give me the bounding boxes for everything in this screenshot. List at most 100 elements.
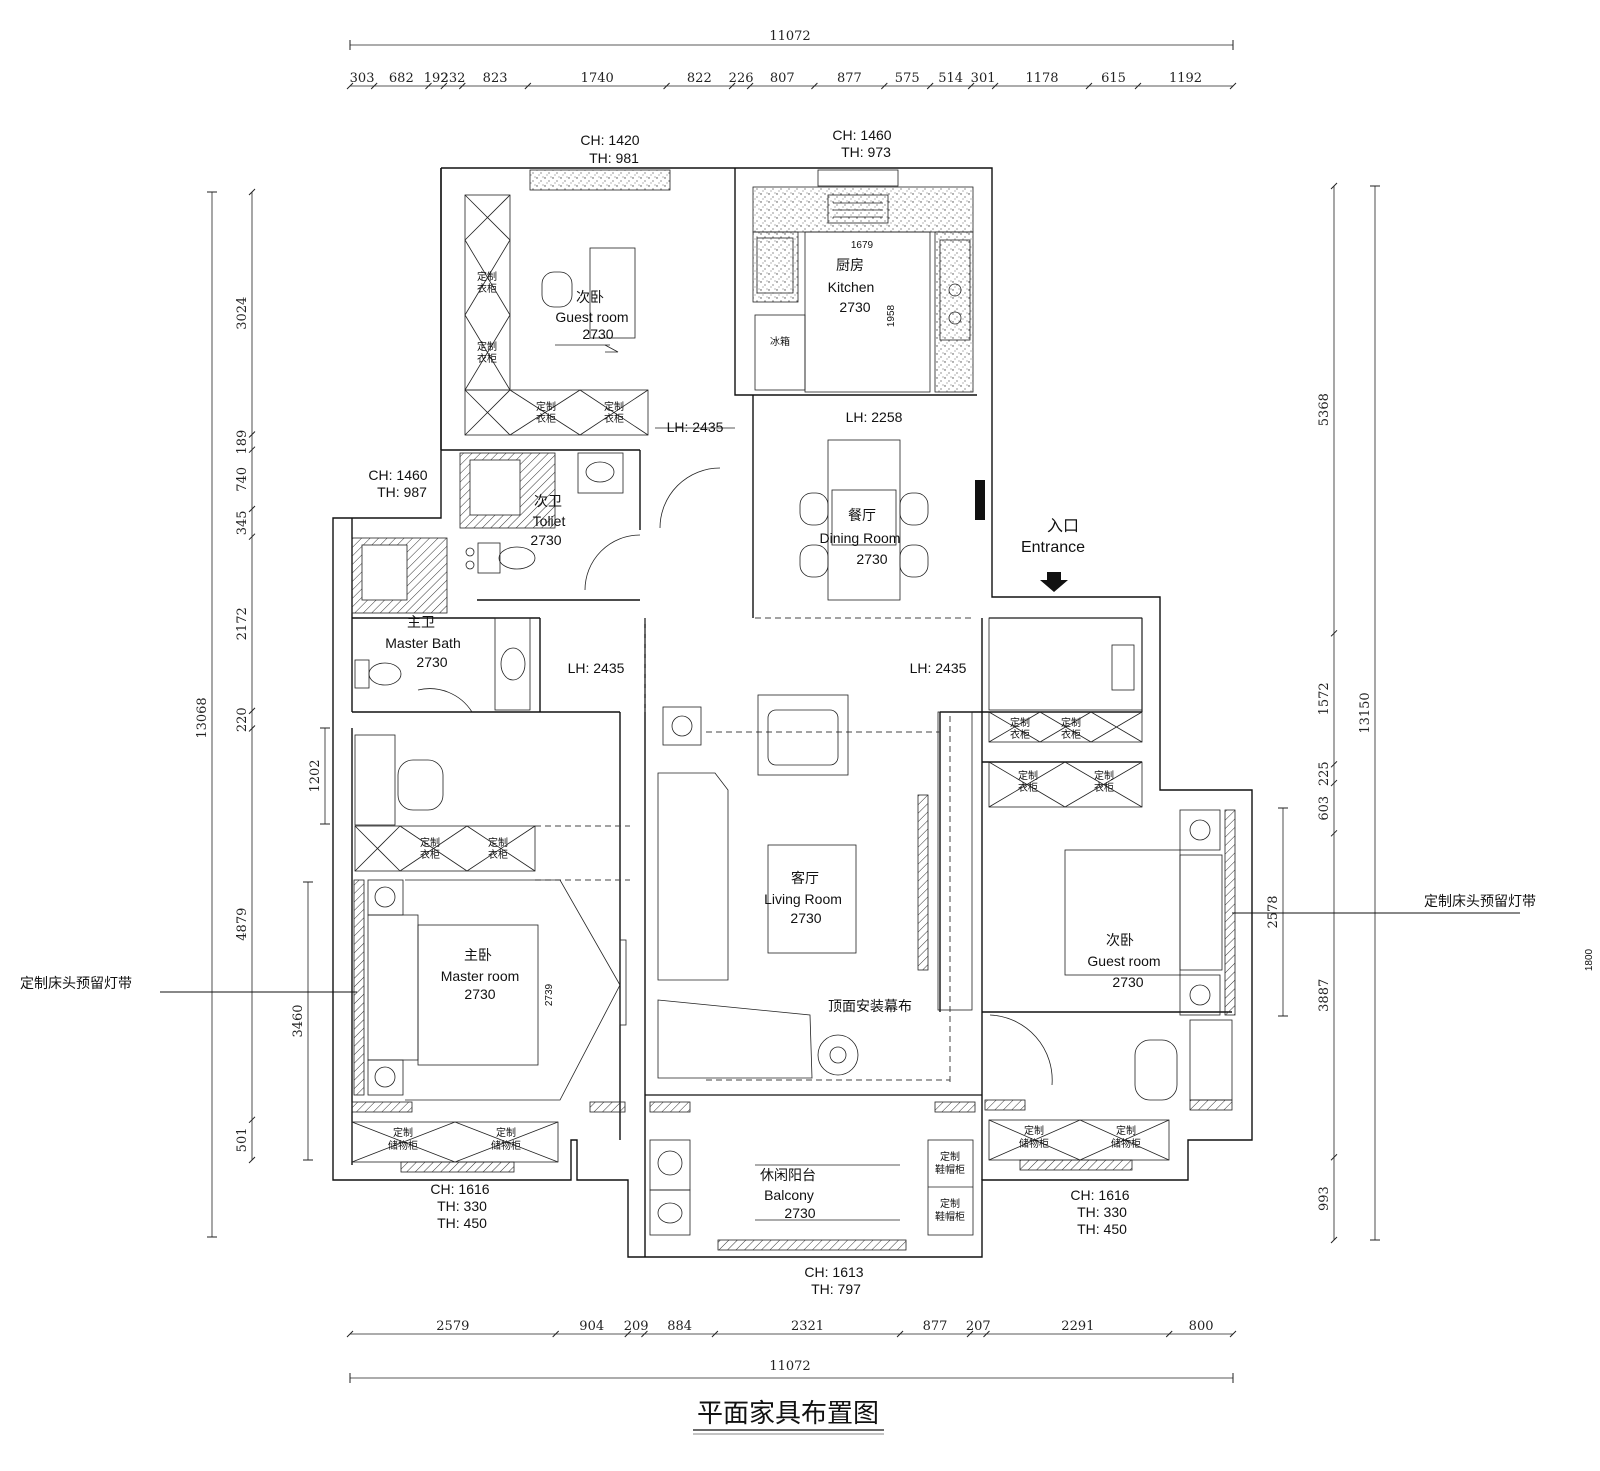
right-dim-3: 603 bbox=[1317, 796, 1332, 821]
right-dim-1: 1572 bbox=[1317, 682, 1332, 715]
top-dim-5: 1740 bbox=[581, 71, 614, 86]
wardrobe-label: 定制 bbox=[477, 340, 497, 353]
shoe-cabinet-label: 鞋帽柜 bbox=[935, 1163, 965, 1176]
toilet-en: Toliet bbox=[533, 513, 566, 529]
kitchen bbox=[752, 186, 974, 393]
wardrobe-label: 衣柜 bbox=[604, 412, 624, 425]
guest-room-east bbox=[984, 761, 1236, 1171]
toilet-height: 2730 bbox=[530, 532, 561, 548]
top-dim-11: 514 bbox=[938, 71, 963, 86]
curtain-annotation: 顶面安装幕布 bbox=[828, 998, 912, 1014]
window-5-th2: TH: 450 bbox=[1077, 1221, 1127, 1237]
kitchen-height: 2730 bbox=[839, 299, 870, 315]
master-room-height: 2730 bbox=[464, 986, 495, 1002]
balcony-height: 2730 bbox=[784, 1205, 815, 1221]
dashed-lines bbox=[535, 617, 975, 1085]
balcony-cn: 休闲阳台 bbox=[760, 1167, 816, 1183]
dim-left-3460: 3460 bbox=[291, 1004, 306, 1037]
storage-label: 储物柜 bbox=[491, 1139, 521, 1152]
bottom-dim-8: 800 bbox=[1189, 1319, 1214, 1334]
dining-height: 2730 bbox=[856, 551, 887, 567]
left-dim-6: 4879 bbox=[235, 908, 250, 941]
top-dim-2: 192 bbox=[424, 71, 449, 86]
window-6-ch: CH: 1613 bbox=[804, 1264, 863, 1280]
storage-label: 定制 bbox=[1116, 1124, 1136, 1137]
window-2-ch: CH: 1460 bbox=[832, 127, 891, 143]
left-dim-3: 345 bbox=[235, 510, 250, 535]
master-bath-height: 2730 bbox=[416, 654, 447, 670]
bottom-dim-1: 904 bbox=[579, 1319, 604, 1334]
window-3-th: TH: 987 bbox=[377, 484, 427, 500]
top-dim-7: 226 bbox=[729, 71, 754, 86]
storage-label: 储物柜 bbox=[388, 1139, 418, 1152]
fridge-label: 冰箱 bbox=[770, 335, 790, 348]
bottom-dim-7: 2291 bbox=[1061, 1319, 1094, 1334]
shoe-cabinet-label: 鞋帽柜 bbox=[935, 1210, 965, 1223]
window-4-th2: TH: 450 bbox=[437, 1215, 487, 1231]
edge-number: 1800 bbox=[1584, 948, 1595, 971]
top-dim-10: 575 bbox=[895, 71, 920, 86]
lintel-2: LH: 2258 bbox=[846, 409, 903, 425]
overall-height-right: 13150 bbox=[1358, 692, 1373, 733]
top-dim-3: 232 bbox=[441, 71, 466, 86]
window-north-2 bbox=[817, 169, 899, 187]
wardrobe-label: 定制 bbox=[1094, 769, 1114, 782]
window-5-th: TH: 330 bbox=[1077, 1204, 1127, 1220]
left-dim-0: 3024 bbox=[235, 297, 250, 330]
wardrobe-label: 定制 bbox=[1010, 716, 1030, 729]
wardrobe-label: 衣柜 bbox=[420, 848, 440, 861]
bottom-dim-2: 209 bbox=[624, 1319, 649, 1334]
window-1-th: TH: 981 bbox=[589, 150, 639, 166]
living-en: Living Room bbox=[764, 891, 842, 907]
kitchen-cn: 厨房 bbox=[836, 257, 864, 273]
lintel-3: LH: 2435 bbox=[568, 660, 625, 676]
lintel-4: LH: 2435 bbox=[910, 660, 967, 676]
bottom-dim-0: 2579 bbox=[436, 1319, 469, 1334]
wardrobe-label: 衣柜 bbox=[536, 412, 556, 425]
left-dim-4: 2172 bbox=[235, 607, 250, 640]
shoe-cabinet-label: 定制 bbox=[940, 1197, 960, 1210]
right-dim-5: 993 bbox=[1317, 1186, 1332, 1211]
right-dim-4: 3887 bbox=[1317, 979, 1332, 1012]
left-dim-2: 740 bbox=[235, 467, 250, 492]
overall-height-left: 13068 bbox=[195, 697, 210, 738]
living-room bbox=[657, 694, 973, 1079]
overall-width-top: 11072 bbox=[769, 29, 810, 44]
entrance bbox=[988, 572, 1143, 743]
lintel-1: LH: 2435 bbox=[667, 419, 724, 435]
wardrobe-label: 衣柜 bbox=[1018, 781, 1038, 794]
storage-label: 定制 bbox=[496, 1126, 516, 1139]
master-bath-en: Master Bath bbox=[385, 635, 460, 651]
storage-label: 储物柜 bbox=[1111, 1137, 1141, 1150]
wardrobe-label: 定制 bbox=[477, 270, 497, 283]
wardrobe-label: 衣柜 bbox=[1061, 728, 1081, 741]
window-2-th: TH: 973 bbox=[841, 144, 891, 160]
wardrobe-label: 衣柜 bbox=[488, 848, 508, 861]
window-6-th: TH: 797 bbox=[811, 1281, 861, 1297]
wardrobe-label: 定制 bbox=[1061, 716, 1081, 729]
kitchen-dim-2: 1958 bbox=[886, 304, 897, 327]
toilet bbox=[459, 452, 721, 591]
wardrobe-label: 定制 bbox=[1018, 769, 1038, 782]
guest-room-north bbox=[464, 194, 735, 436]
bottom-dim-5: 877 bbox=[923, 1319, 948, 1334]
living-cn: 客厅 bbox=[791, 870, 819, 886]
master-room-cn: 主卧 bbox=[464, 947, 492, 963]
wardrobe-label: 衣柜 bbox=[1094, 781, 1114, 794]
top-dim-12: 301 bbox=[971, 71, 996, 86]
wardrobe-label: 衣柜 bbox=[477, 282, 497, 295]
bottom-dim-4: 2321 bbox=[791, 1319, 824, 1334]
shoe-cabinet-label: 定制 bbox=[940, 1150, 960, 1163]
wardrobe-label: 衣柜 bbox=[1010, 728, 1030, 741]
bottom-dim-6: 207 bbox=[966, 1319, 991, 1334]
entrance-en: Entrance bbox=[1021, 539, 1085, 556]
storage-label: 储物柜 bbox=[1019, 1137, 1049, 1150]
guest-room-east-height: 2730 bbox=[1112, 974, 1143, 990]
right-dim-2: 225 bbox=[1317, 761, 1332, 786]
kitchen-dim-1: 1679 bbox=[851, 240, 874, 251]
dim-left-1202: 1202 bbox=[308, 759, 323, 792]
overall-width-bottom: 11072 bbox=[769, 1359, 810, 1374]
window-1-ch: CH: 1420 bbox=[580, 132, 639, 148]
